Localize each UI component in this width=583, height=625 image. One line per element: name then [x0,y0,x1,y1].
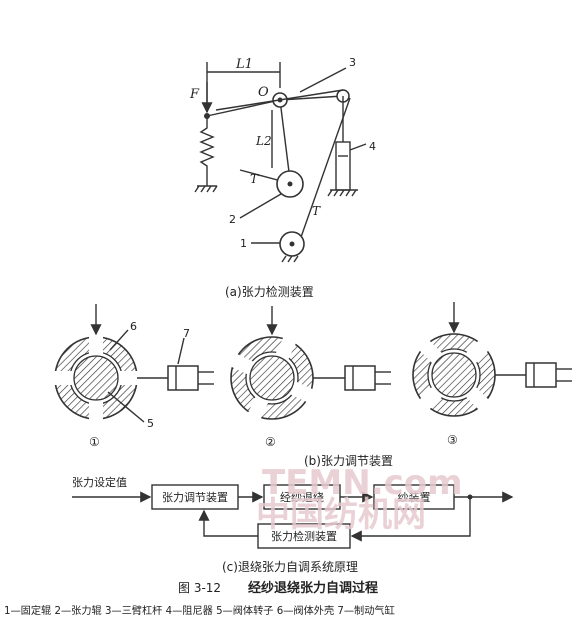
label-6: 6 [130,320,137,333]
lever-arm-down [279,99,291,181]
label-1: 1 [240,237,247,250]
yarn-to-fixed-roller [299,97,351,241]
figure-legend: 1—固定辊 2—张力辊 3—三臂杠杆 4—阻尼器 5—阀体转子 6—阀体外壳 7… [4,604,395,617]
label-7: 7 [183,327,190,340]
svg-text:张力检测装置: 张力检测装置 [271,529,337,543]
valve-rotor-3 [431,352,477,398]
yarn-top [215,89,344,111]
leader-2 [239,193,282,219]
label-o: O [258,85,269,100]
label-l1: L1 [235,57,253,72]
label-5: 5 [147,417,154,430]
tension-control-system: 张力设定值 张力调节装置 经纱退绕 纱装置 张力检测装置 (c)退绕张力自调系统… [72,475,514,574]
label-3: 3 [349,56,356,69]
feedback-to-detect [350,497,471,542]
leader-3 [299,67,347,93]
caption-a: (a)张力检测装置 [225,284,314,299]
label-f: F [189,87,200,102]
leader-5 [107,391,145,423]
tension-detection-device: L1 F O 3 L2 4 [189,56,376,299]
caption-b: (b)张力调节装置 [304,454,393,468]
brake-cylinder-2 [344,365,376,391]
valve-position-2: ② [230,306,391,449]
lever-arm-right [279,95,344,101]
setpoint-label: 张力设定值 [72,475,127,489]
label-l2: L2 [255,134,272,148]
svg-text:经纱退绕: 经纱退绕 [280,491,324,504]
tension-regulating-device: 7 6 5 ① ② [54,302,572,468]
watermark-cn: 中国纺机网 [256,495,426,535]
label-4: 4 [369,140,376,153]
label-2: 2 [229,213,236,226]
lever-arm-left [206,99,281,117]
valve-rotor-2 [249,355,295,401]
position-3: ③ [447,433,458,447]
tension-regulator-box: 张力调节装置 [151,484,239,510]
leader-6 [109,329,129,351]
leader-7 [177,337,185,365]
valve-rotor-1 [73,355,119,401]
position-1: ① [89,435,100,449]
svg-text:纱装置: 纱装置 [398,491,431,504]
valve-position-3: ③ [412,302,572,447]
feedback-to-regulator [198,509,258,537]
caption-c: (c)退绕张力自调系统原理 [222,560,358,574]
label-t2: T [312,204,321,218]
position-2: ② [265,435,276,449]
warp-unwind-box: 经纱退绕 [263,484,341,510]
label-t1: T [250,172,259,186]
brake-cylinder-1 [167,365,199,391]
figure-title: 经纱退绕张力自调过程 [248,580,378,596]
brake-cylinder-3 [525,362,557,388]
figure-number: 图 3-12 [178,581,221,595]
spring [199,118,215,186]
watermark: TEMN.com [262,463,463,503]
valve-position-1: 7 6 5 ① [54,304,214,449]
svg-text:张力调节装置: 张力调节装置 [162,491,228,504]
damper-body [335,141,351,191]
leader-4 [349,143,367,151]
